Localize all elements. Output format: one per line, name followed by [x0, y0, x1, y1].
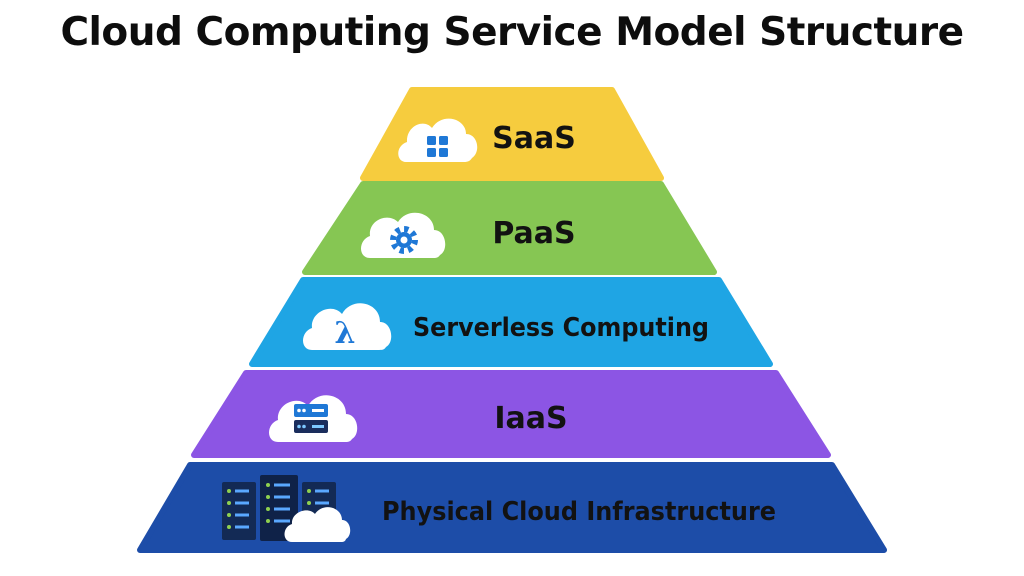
- cloud-icon: [269, 395, 358, 442]
- tier-serverless-label: Serverless Computing: [413, 313, 709, 343]
- tier-paas-label: PaaS: [492, 216, 575, 251]
- gear-icon: [390, 226, 418, 254]
- lambda-icon: λ: [334, 316, 355, 351]
- cloud-icon: [284, 507, 351, 542]
- server-icon: [294, 404, 328, 433]
- grid-app-icon: [427, 136, 448, 157]
- tier-physical: Physical Cloud Infrastructure: [137, 462, 887, 553]
- tier-saas-label: SaaS: [492, 121, 576, 156]
- tier-iaas: IaaS: [191, 370, 831, 458]
- tier-saas: SaaS: [360, 87, 664, 181]
- page-title: Cloud Computing Service Model Structure: [60, 10, 964, 55]
- tier-serverless: λ Serverless Computing: [249, 277, 773, 367]
- cloud-icon: [398, 118, 478, 162]
- cloud-icon: [303, 303, 392, 350]
- tier-iaas-label: IaaS: [494, 401, 567, 436]
- tier-physical-label: Physical Cloud Infrastructure: [382, 497, 776, 527]
- tier-paas: PaaS: [302, 181, 717, 275]
